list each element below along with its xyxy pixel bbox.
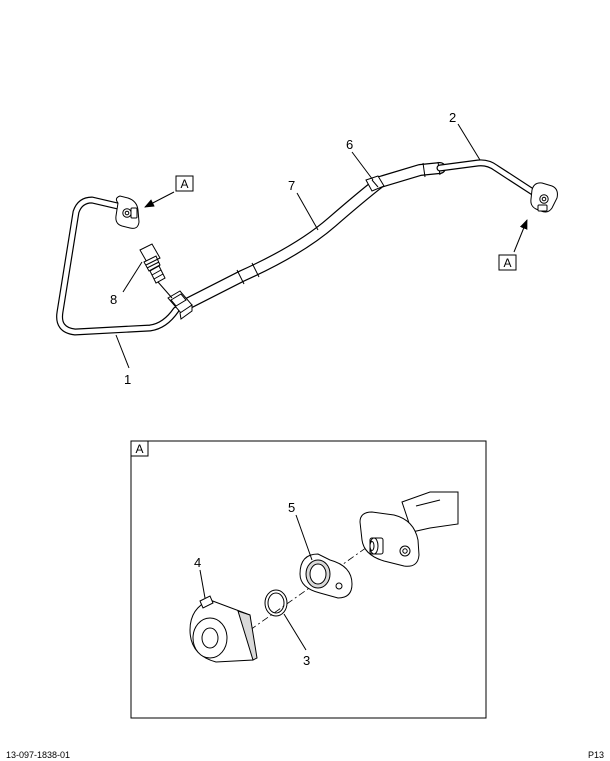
leader-2 (457, 123, 481, 161)
right-tube-2 (436, 159, 540, 198)
callout-2: 2 (449, 110, 456, 125)
callout-7: 7 (288, 178, 295, 193)
detail-view-a: A 5 3 (130, 440, 487, 719)
main-hose-7 (177, 161, 446, 312)
callout-6: 6 (346, 137, 353, 152)
leader-8 (122, 261, 143, 293)
view-ref-right-label: A (504, 256, 512, 270)
footer-right: P13 (588, 750, 604, 760)
detail-label: A (136, 442, 144, 456)
left-flange (115, 195, 140, 229)
pressure-sensor-8 (139, 243, 173, 299)
callout-4: 4 (194, 555, 201, 570)
leader-6 (351, 151, 374, 181)
detail-o-ring-3: 3 (264, 589, 310, 668)
detail-tube-flange (359, 491, 459, 567)
leader-1 (115, 334, 130, 369)
detail-sensor-4: 4 (189, 555, 258, 663)
callout-1: 1 (124, 372, 131, 387)
footer-left: 13-097-1838-01 (6, 750, 70, 760)
view-ref-left-label: A (181, 177, 189, 191)
left-tube-1 (56, 196, 180, 336)
junction-block (167, 290, 193, 320)
center-line (249, 544, 371, 631)
view-ref-left: A (144, 175, 194, 208)
tube-assembly: 1 2 6 7 8 A A (56, 110, 558, 387)
detail-gasket-5: 5 (288, 500, 353, 599)
right-flange (530, 182, 558, 213)
hose-clip-6 (365, 175, 385, 192)
callout-5: 5 (288, 500, 295, 515)
view-ref-right: A (498, 219, 528, 271)
leader-7 (296, 192, 319, 231)
callout-8: 8 (110, 292, 117, 307)
callout-3: 3 (303, 653, 310, 668)
